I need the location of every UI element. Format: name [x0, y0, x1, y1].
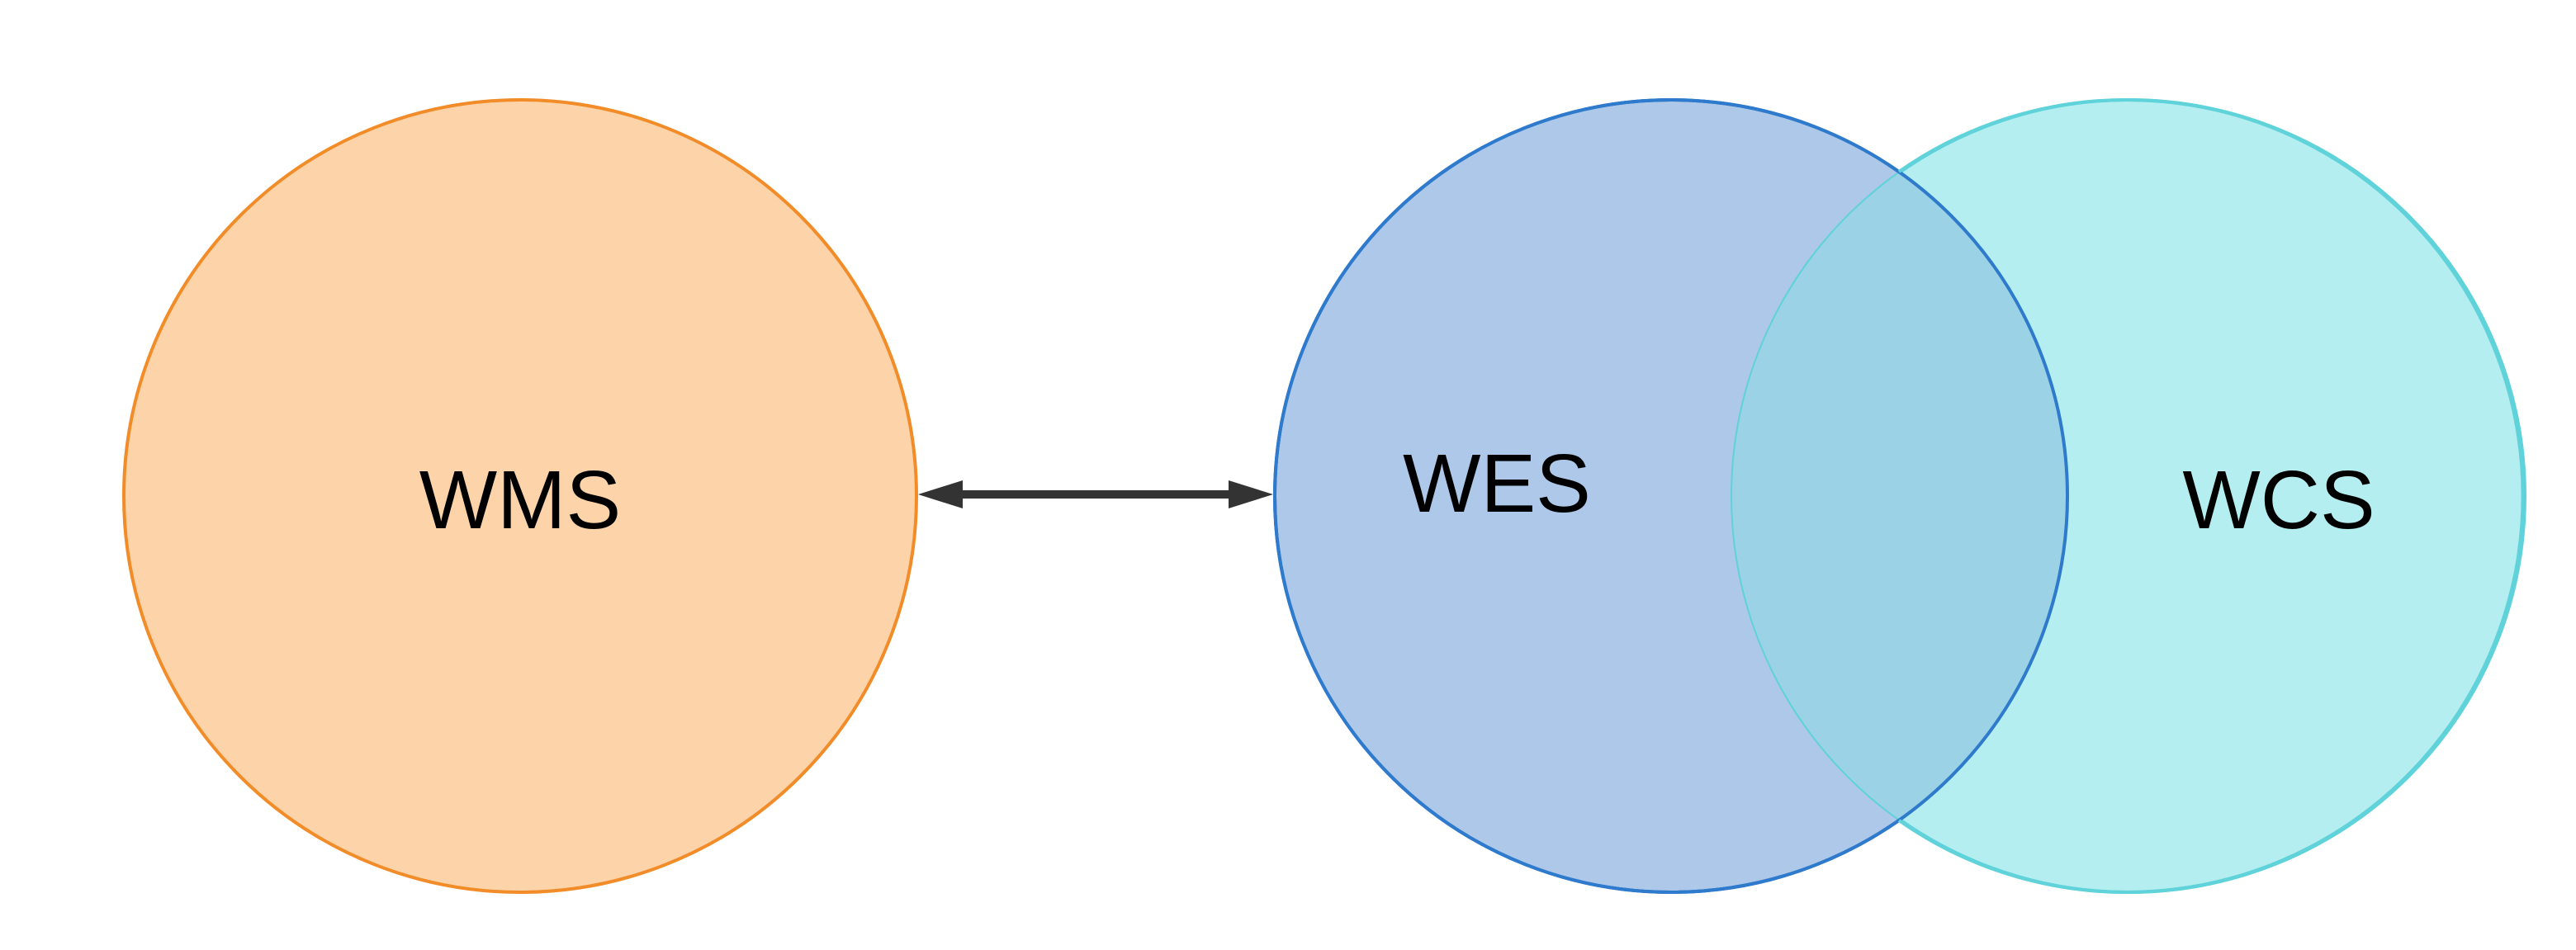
- wcs-outline-outside: [1897, 98, 2525, 894]
- wms-label: WMS: [419, 454, 621, 546]
- wms-circle: [122, 98, 918, 894]
- wms-node: WMS: [122, 98, 918, 894]
- arrow-head-left: [918, 480, 963, 508]
- wes-wcs-overlap: [1732, 100, 2067, 892]
- wcs-label: WCS: [2182, 454, 2375, 546]
- wms-wes-arrow: [918, 480, 1273, 508]
- wes-outline: [1273, 98, 2069, 894]
- arrow-head-right: [1229, 480, 1273, 508]
- wes-label: WES: [1403, 437, 1591, 530]
